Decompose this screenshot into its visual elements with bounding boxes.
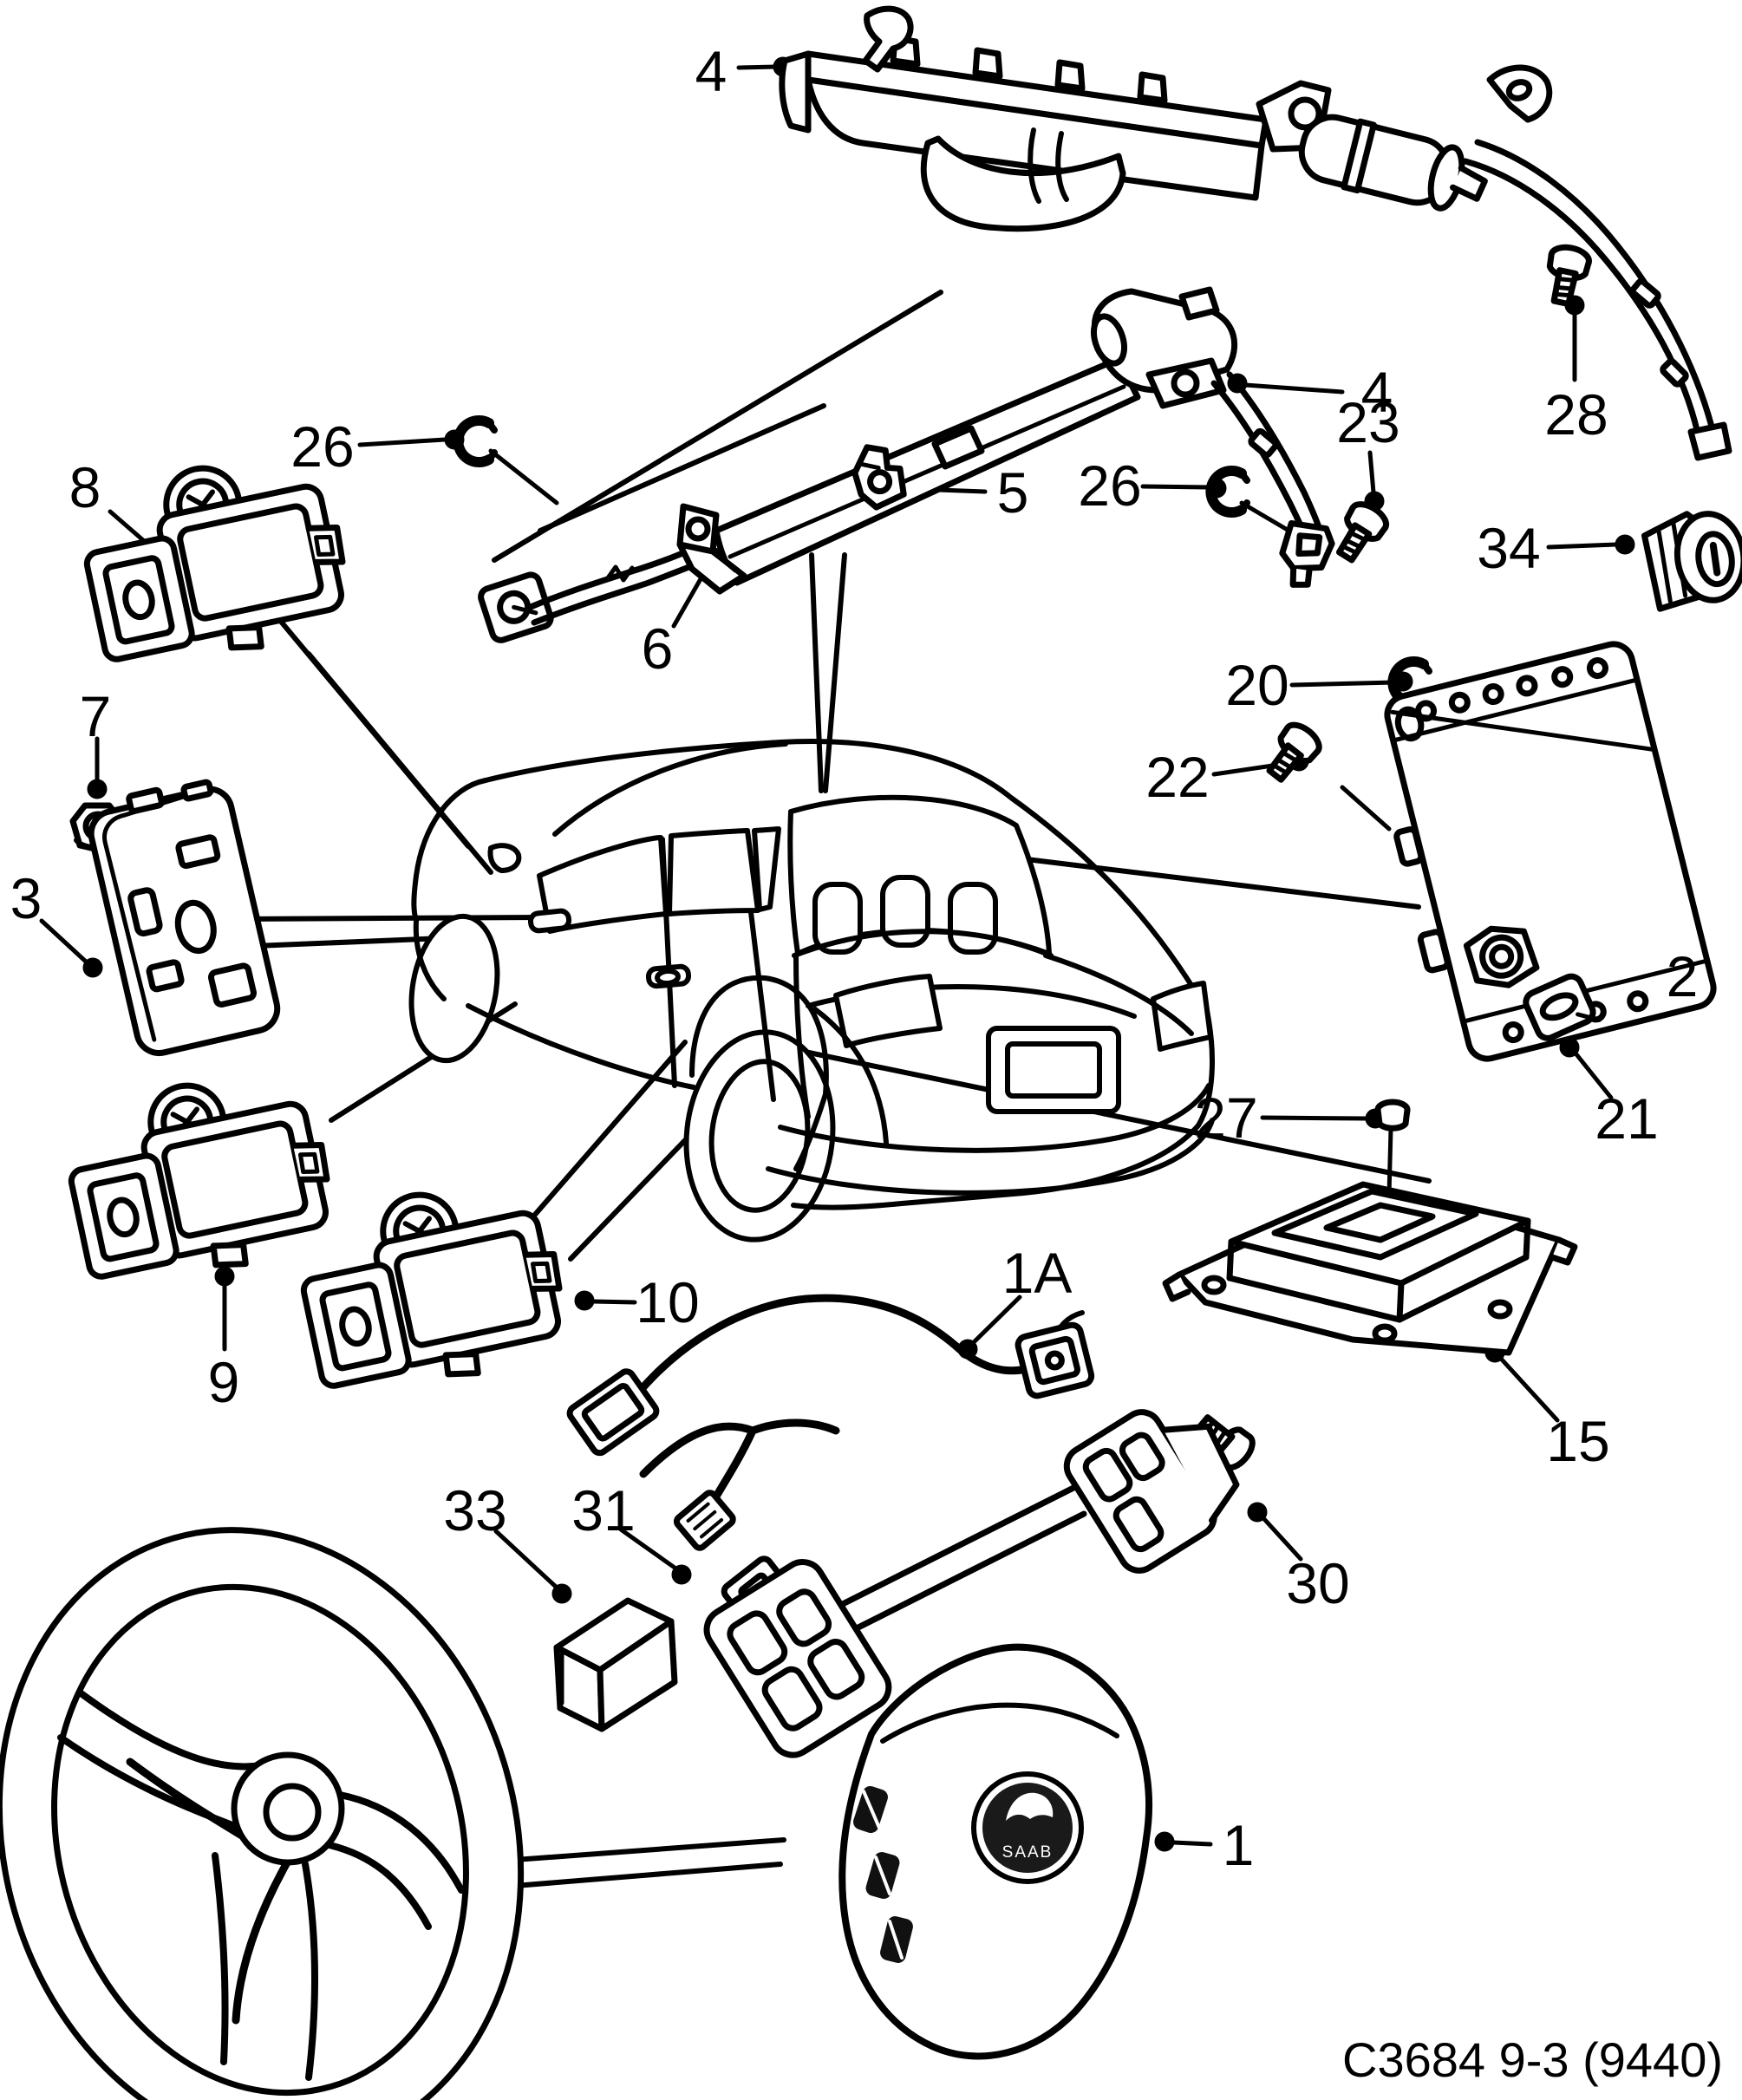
- callout-28: 28: [1544, 382, 1608, 447]
- steering-wheel: [0, 1527, 525, 2100]
- curtain-airbag-assembly-upper: [779, 5, 1732, 461]
- callout-9: 9: [207, 1350, 240, 1414]
- callout-1: 1: [1222, 1813, 1255, 1877]
- cap-nut-27-part: [1374, 1099, 1411, 1132]
- bolt-22-part: [1260, 720, 1324, 787]
- clip-5-part: [851, 444, 907, 511]
- retainer-bracket-21-part: [1523, 973, 1602, 1041]
- callout-5: 5: [996, 460, 1029, 525]
- callout-23: 23: [1336, 390, 1400, 454]
- callout-10: 10: [636, 1270, 700, 1334]
- callout-33: 33: [443, 1478, 507, 1542]
- contact-module-33-part: [553, 1597, 678, 1732]
- figure-code-caption: C3684 9-3 (9440): [1342, 2032, 1723, 2087]
- callout-4-upper: 4: [695, 39, 727, 103]
- callout-15: 15: [1546, 1409, 1610, 1473]
- srs-control-module-15-part: [1162, 1181, 1578, 1356]
- callout-1a: 1A: [1001, 1241, 1073, 1305]
- callout-26-left: 26: [290, 414, 355, 479]
- callout-27: 27: [1194, 1086, 1258, 1150]
- callout-8: 8: [69, 455, 101, 519]
- callout-4-lower: 4: [1360, 360, 1393, 424]
- callout-21: 21: [1595, 1086, 1659, 1151]
- callout-20: 20: [1225, 653, 1289, 717]
- bracket-6-part: [676, 503, 747, 595]
- bolt-23-part: [1329, 499, 1391, 566]
- callout-2: 2: [1666, 944, 1699, 1008]
- driver-airbag-module-1-part: SAAB: [838, 1643, 1153, 2060]
- bolt-28-part: [1542, 245, 1590, 307]
- wiring-harness-1a-part: [566, 1294, 1095, 1630]
- curtain-airbag-assembly-lower: [478, 286, 1335, 643]
- callout-26-right: 26: [1078, 453, 1142, 518]
- car-illustration: [408, 739, 1215, 1242]
- callout-7: 7: [79, 684, 112, 748]
- callout-3: 3: [10, 866, 42, 930]
- callout-6: 6: [641, 616, 674, 681]
- svg-text:SAAB: SAAB: [1002, 1843, 1054, 1862]
- passenger-airbag-module-2-part: [1384, 641, 1717, 1062]
- impact-sensor-10-part: [289, 1170, 575, 1405]
- grommet-34-part: [1641, 511, 1742, 612]
- callout-22: 22: [1145, 745, 1210, 809]
- callout-30: 30: [1286, 1551, 1350, 1615]
- switch-kit-31-part: [703, 1409, 1240, 1758]
- impact-sensor-9-part: [56, 1060, 343, 1296]
- callout-34: 34: [1477, 516, 1541, 580]
- callout-31: 31: [571, 1478, 636, 1542]
- side-airbag-module-3-part: [88, 779, 281, 1057]
